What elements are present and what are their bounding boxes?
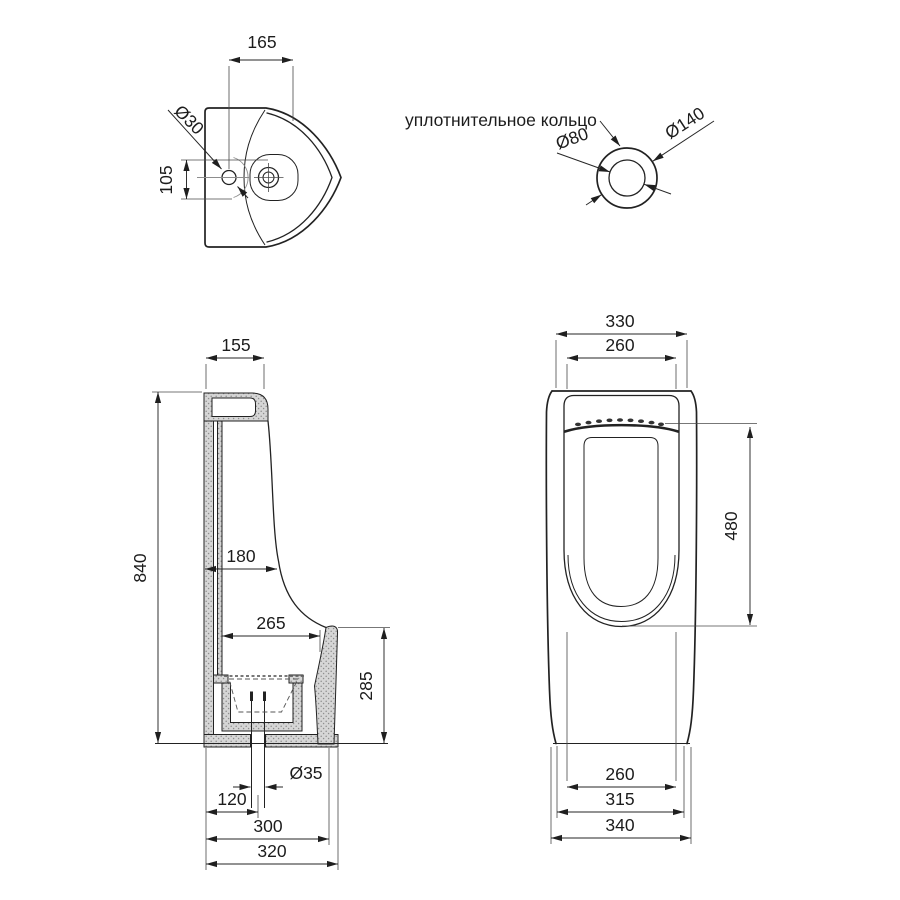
dim-label-300: 300 (253, 816, 282, 836)
bowl-inner-offset-arc (567, 554, 676, 623)
seal-ring-inner-circle (608, 159, 646, 197)
seal-ring-label: уплотнительное кольцо (405, 110, 597, 130)
dim-opening-width-260: 260 (566, 335, 677, 389)
hidden-sump-outline (228, 678, 299, 713)
leader-line (167, 109, 222, 170)
drain-pipe (250, 691, 266, 808)
bowl-profile-curve (267, 420, 327, 629)
dim-drain-diameter-35: Ø35 (233, 763, 323, 791)
front-left-edge (545, 390, 557, 745)
dim-label-285: 285 (356, 671, 376, 700)
front-rim-section (313, 625, 339, 745)
spreader-holes (575, 418, 664, 427)
inner-basin-outline (583, 437, 659, 608)
dim-drain-offset-120: 120 (206, 789, 259, 818)
dim-bowl-height-480: 480 (622, 423, 757, 627)
spreader-hole (638, 419, 644, 424)
dim-bowl-depth-265: 265 (222, 613, 321, 652)
dim-top-depth-155: 155 (205, 335, 265, 389)
dim-ring-outer-140: Ø140 (585, 103, 715, 206)
dim-label-340: 340 (605, 815, 634, 835)
dim-label-105: 105 (156, 165, 176, 194)
dim-base-inner-260: 260 (567, 764, 676, 791)
dim-label-d30: Ø30 (170, 101, 208, 139)
channel-foot-left (213, 674, 229, 684)
dim-line (556, 152, 611, 173)
dim-rim-height-285: 285 (338, 627, 390, 743)
bowl-opening-outline (563, 394, 680, 628)
dim-label-120: 120 (217, 789, 246, 809)
dim-line (585, 194, 602, 206)
dim-label-d140: Ø140 (661, 103, 708, 143)
dim-hole-diameter-30: Ø30 (167, 101, 249, 199)
dim-height-840: 840 (130, 391, 202, 743)
sump-u-section (221, 682, 303, 732)
front-right-edge (686, 390, 698, 745)
dim-overall-width-340: 340 (550, 747, 692, 844)
seal-ring-detail: уплотнительное кольцо Ø140 Ø80 (405, 103, 715, 209)
spreader-hole (658, 422, 664, 427)
seal-ring-leader (599, 120, 621, 147)
dim-label-d35: Ø35 (289, 763, 322, 783)
seal-ring-outer-circle (596, 147, 658, 209)
spreader-hole (575, 422, 581, 427)
back-wall-outer-band (203, 420, 214, 744)
spreader-hole (606, 418, 613, 423)
dim-label-265: 265 (256, 613, 285, 633)
dim-base-depth-300: 300 (206, 748, 330, 845)
dim-label-155: 155 (221, 335, 250, 355)
top-cap-section (203, 392, 269, 422)
dim-label-315: 315 (605, 789, 634, 809)
dim-label-330: 330 (605, 311, 634, 331)
dim-label-180: 180 (226, 546, 255, 566)
back-wall-inner-band (217, 420, 223, 684)
spreader-hole (627, 418, 634, 423)
dim-line (644, 183, 672, 195)
dim-top-width-330: 330 (555, 311, 688, 388)
spreader-shelf-edge (563, 423, 680, 433)
spreader-hole (648, 420, 655, 425)
section-material (203, 392, 339, 748)
front-view: 330 260 480 260 315 340 (545, 311, 757, 844)
dim-label-840: 840 (130, 553, 150, 582)
base-slab-left (203, 734, 251, 748)
dim-overall-depth-320: 320 (205, 748, 339, 870)
top-view-outline (204, 107, 342, 248)
dim-top-width-165: 165 (228, 32, 294, 169)
dim-label-260-bottom: 260 (605, 764, 634, 784)
top-view: 165 105 Ø30 (156, 32, 342, 248)
top-view-inner-rim-curve (266, 112, 333, 243)
dim-label-165: 165 (247, 32, 276, 52)
dim-ring-inner-80: Ø80 (553, 123, 672, 195)
dim-label-320: 320 (257, 841, 286, 861)
leader-line (237, 186, 249, 199)
spreader-hole (585, 420, 592, 425)
dim-base-mid-315: 315 (556, 746, 685, 818)
spreader-hole (617, 418, 623, 422)
side-section-view: 155 840 180 265 285 Ø35 120 (130, 335, 390, 870)
dim-label-260-top: 260 (605, 335, 634, 355)
dim-hole-offset-105: 105 (156, 159, 268, 200)
dim-line (652, 120, 715, 162)
dim-label-480: 480 (721, 511, 741, 540)
dim-inner-depth-180: 180 (205, 546, 277, 573)
spreader-hole (596, 419, 602, 424)
